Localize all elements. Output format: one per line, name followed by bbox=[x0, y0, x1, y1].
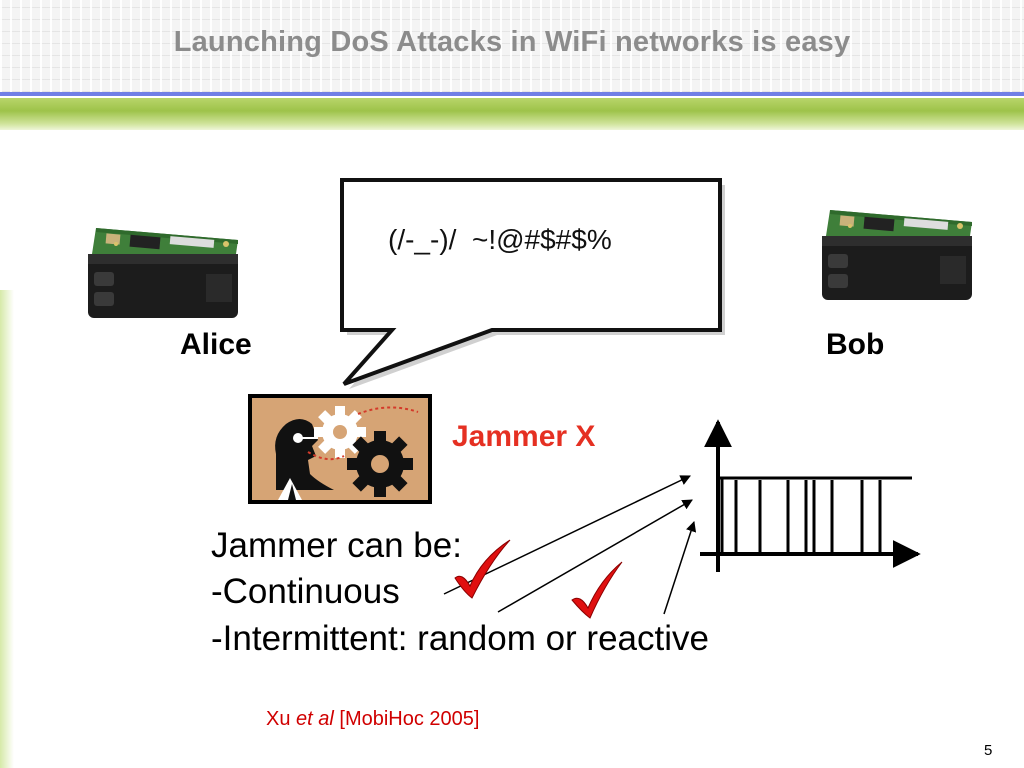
jammer-label: Jammer X bbox=[452, 420, 596, 453]
citation-etal: et al bbox=[296, 708, 334, 730]
jammer-type-intermittent: -Intermittent: random or reactive bbox=[211, 619, 709, 658]
header-rule-blue bbox=[0, 92, 1024, 96]
page-number: 5 bbox=[984, 742, 993, 759]
citation-author: Xu bbox=[266, 708, 297, 730]
jammer-type-continuous: -Continuous bbox=[211, 572, 400, 611]
bob-sensor-icon bbox=[822, 210, 972, 300]
jammer-gears-person-icon bbox=[248, 394, 432, 504]
bob-label: Bob bbox=[826, 328, 885, 361]
speech-bubble-text: (/-_-)/ ~!@#$#$% bbox=[388, 224, 612, 255]
citation-venue: [MobiHoc 2005] bbox=[333, 708, 480, 730]
header-background bbox=[0, 0, 1024, 92]
jammer-types-heading: Jammer can be: bbox=[211, 526, 462, 565]
header-rule-green bbox=[0, 98, 1024, 130]
slide-title: Launching DoS Attacks in WiFi networks i… bbox=[173, 26, 851, 58]
citation: Xu et al [MobiHoc 2005] bbox=[266, 708, 479, 731]
alice-label: Alice bbox=[180, 328, 252, 361]
alice-sensor-icon bbox=[88, 228, 238, 318]
left-edge-decoration bbox=[0, 290, 14, 768]
